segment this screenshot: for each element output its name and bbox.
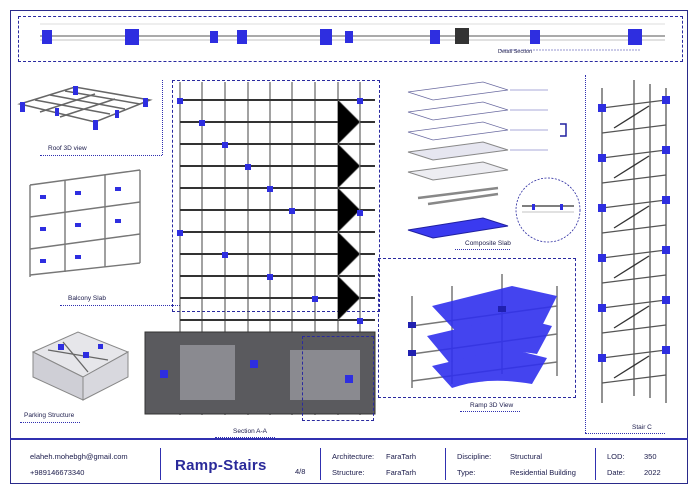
composite-slab-label: Composite Slab [465,240,511,247]
type-value: Residential Building [510,468,576,477]
roof-3d-label: Roof 3D view [48,145,87,152]
roof-3d-drawing [17,86,153,130]
composite-slab-detail-circle [515,177,581,243]
section-aa-label: Section A-A [233,428,267,435]
composite-slab-leader [455,249,510,250]
architecture-value: FaraTarh [386,452,417,461]
lod-value: 350 [644,452,657,461]
stair-c-label: Stair C [632,424,652,431]
architecture-label: Architecture: [332,452,375,461]
balcony-slab-label: Balcony Slab [68,295,106,302]
contact-email: elaheh.mohebgh@gmail.com [30,452,128,461]
parking-structure-drawing [31,331,130,401]
title-block: elaheh.mohebgh@gmail.com +989146673340 R… [10,438,688,484]
section-aa-frame [172,80,380,312]
divider-2 [320,448,321,480]
sheet-border [10,10,688,484]
structure-label: Structure: [332,468,365,477]
section-aa-leader [215,437,275,438]
type-label: Type: [457,468,476,477]
ramp-3d-label: Ramp 3D View [470,402,514,409]
structure-value: FaraTarh [386,468,417,477]
ramp-3d-leader [460,411,520,412]
ramp-3d-frame [378,258,576,398]
contact-phone: +989146673340 [30,468,85,477]
stair-c-leader-v [585,75,586,433]
stair-c-leader [585,433,665,434]
lod-label: LOD: [607,452,625,461]
roof-3d-leader-v [162,80,163,155]
project-title: Ramp-Stairs [175,457,267,474]
detail-section-drawing [40,23,665,51]
discipline-label: Discipline: [457,452,492,461]
section-aa-inner-frame [302,336,374,421]
ramp-3d-drawing [408,274,558,388]
divider-1 [160,448,161,480]
date-value: 2022 [644,468,661,477]
discipline-value: Structural [510,452,543,461]
balcony-slab-leader [60,305,180,306]
composite-slab-drawing [407,81,567,239]
date-label: Date: [607,468,625,477]
section-aa-drawing [144,82,376,415]
roof-3d-leader [40,155,162,156]
sheet-number: 4/8 [295,467,306,476]
stair-c-drawing [598,80,670,403]
parking-structure-label: Parking Structure [24,412,75,419]
detail-section-frame [18,16,683,62]
balcony-slab-drawing [29,169,141,277]
divider-4 [595,448,596,480]
parking-structure-leader [20,422,80,423]
detail-section-label: Detail Section [498,49,532,55]
divider-3 [445,448,446,480]
